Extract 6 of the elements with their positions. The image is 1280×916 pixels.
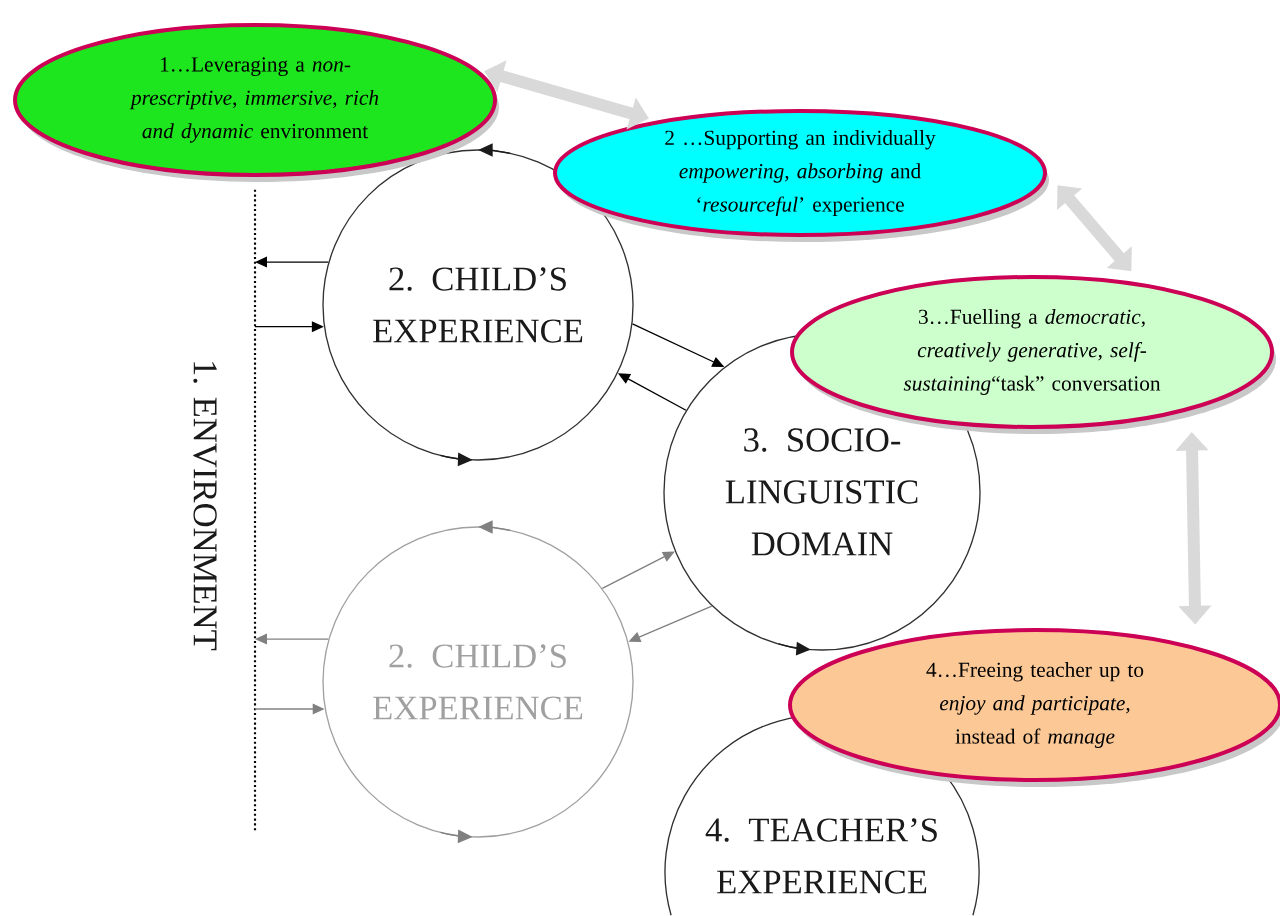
axis-label: 1. ENVIRONMENT	[193, 362, 217, 651]
ellipse-callout: 1…Leveraging a non-prescriptive, immersive, rich and dynamic environment	[13, 23, 499, 182]
dotted-line	[253, 189, 257, 831]
arrow	[601, 551, 675, 589]
ellipse-callout: 4…Freeing teacher up to enjoy and participate, instead of manage	[788, 628, 1280, 787]
ellipse-callout: 2 …Supporting an individually empowering, absorbing and ‘resourceful’ experience	[553, 109, 1049, 242]
